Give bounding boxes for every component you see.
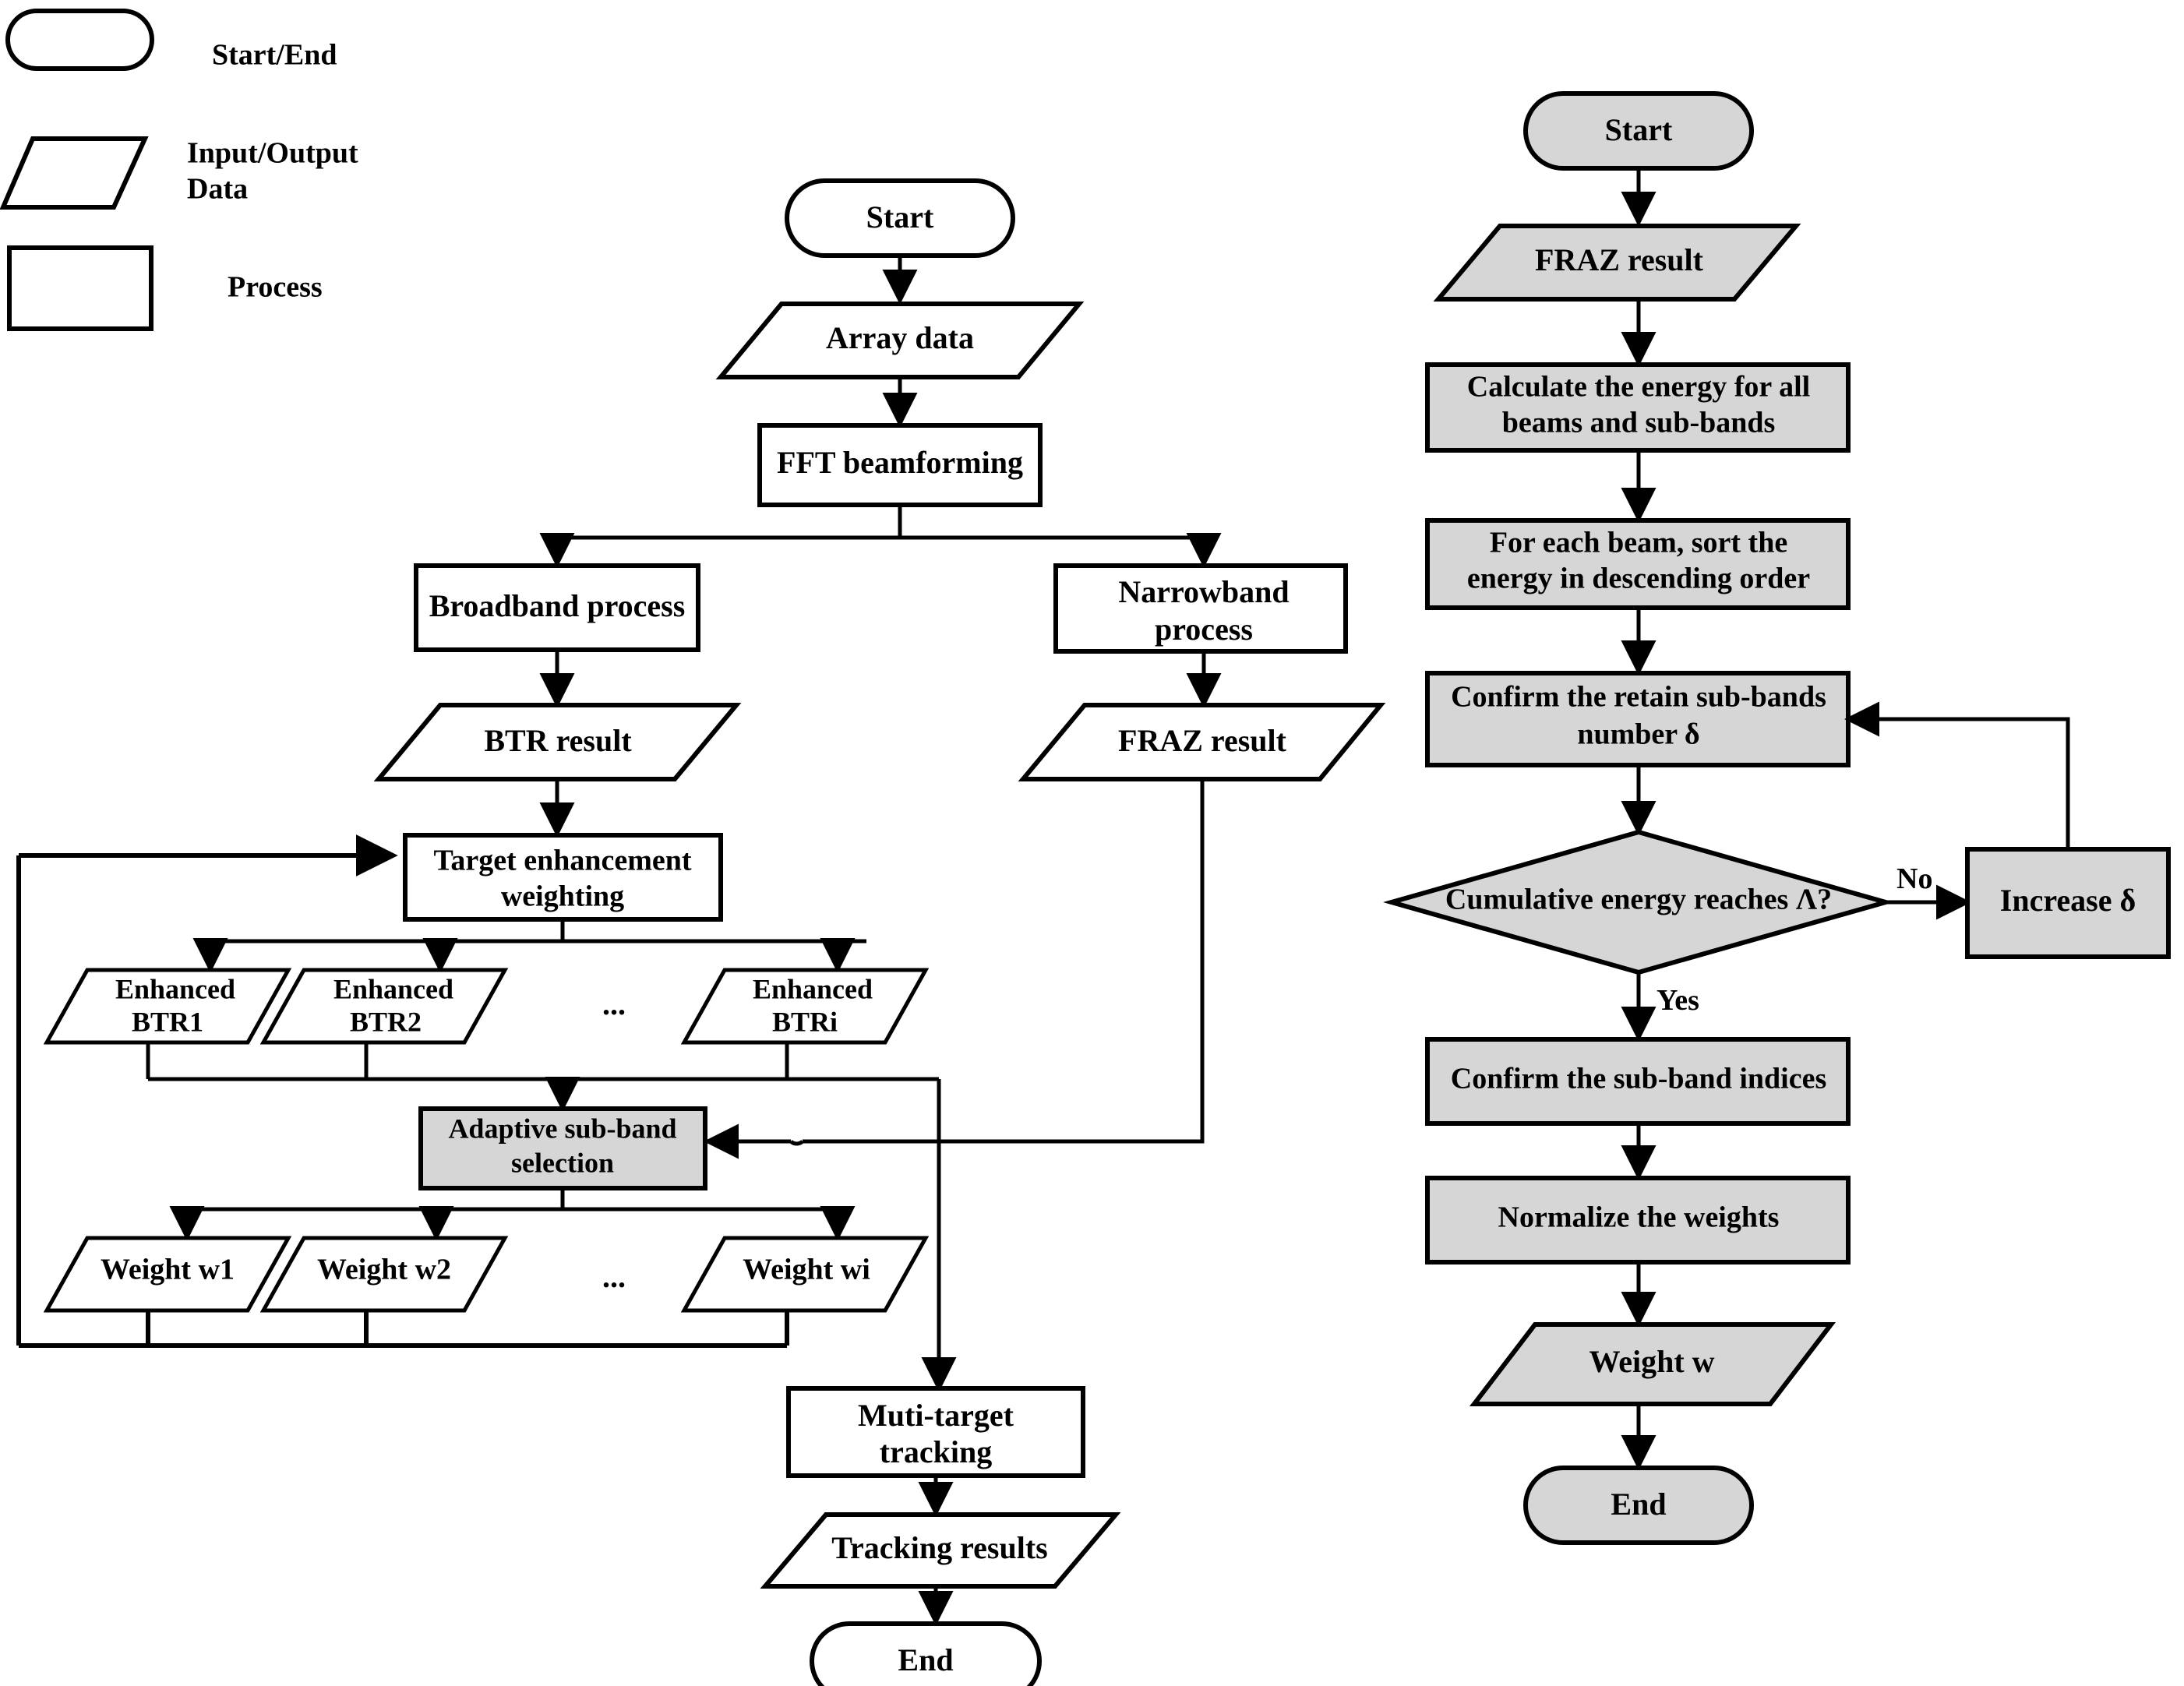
node-btr-result-shape[interactable] <box>373 703 742 781</box>
right-node-normalize-label: Normalize the weights <box>1498 1201 1780 1234</box>
node-weight-w1-label: Weight w1 <box>101 1254 235 1286</box>
node-tracking-results-label: Tracking results <box>831 1530 1047 1565</box>
node-btr-result-label: BTR result <box>484 723 632 758</box>
node-adaptive-subband-shape[interactable] <box>418 1106 707 1190</box>
node-start-label: Start <box>866 199 934 235</box>
line-hop-icon <box>789 1139 804 1146</box>
node-enhanced-btr2-label-line1: Enhanced <box>333 973 453 1004</box>
edge-fraz-to-adaptive-path <box>803 779 1205 1144</box>
right-flowchart: Start FRAZ result Calculate the energy f… <box>1383 91 2171 1545</box>
right-node-weight-w-label: Weight w <box>1589 1344 1714 1379</box>
node-enhanced-btri-label-line1: Enhanced <box>753 973 873 1004</box>
edge-adaptive-split <box>187 1188 840 1212</box>
right-node-fraz-result-shape[interactable] <box>1433 224 1801 302</box>
legend-terminator-shape <box>5 9 154 71</box>
right-node-sort-energy-shape[interactable] <box>1425 518 1851 610</box>
node-end-terminator[interactable] <box>810 1621 1042 1686</box>
ellipsis-weights: ... <box>602 1259 626 1294</box>
legend: Start/End Input/Output Data Process <box>0 9 358 331</box>
legend-process-shape <box>7 245 153 331</box>
right-edge-label-no: No <box>1896 862 1932 895</box>
right-node-confirm-retain-label-line2: number δ <box>1577 718 1699 751</box>
node-enhanced-btr2-shape[interactable] <box>259 968 509 1045</box>
right-node-end-terminator[interactable] <box>1523 1466 1754 1545</box>
legend-process-label: Process <box>228 271 323 304</box>
node-target-enhancement-label-line2: weighting <box>501 880 624 913</box>
node-narrowband-process-label-line1: Narrowband <box>1118 574 1289 609</box>
edge-fft-split <box>555 505 1206 558</box>
legend-io-label-line1: Input/Output <box>187 137 358 170</box>
node-weight-w2-label: Weight w2 <box>317 1254 451 1286</box>
right-node-confirm-indices-label: Confirm the sub-band indices <box>1451 1063 1826 1095</box>
edge-enh-btr-merge <box>146 1042 939 1081</box>
node-enhanced-btr1-label-line2: BTR1 <box>132 1006 203 1037</box>
node-multitarget-tracking-label-line1: Muti-target <box>858 1398 1014 1433</box>
node-tracking-results-shape[interactable] <box>760 1512 1121 1589</box>
node-multitarget-tracking-shape[interactable] <box>786 1386 1085 1478</box>
right-node-sort-energy-label-line2: energy in descending order <box>1467 563 1810 595</box>
right-node-increase-delta-shape[interactable] <box>1965 847 2171 959</box>
edge-weights-merge-bar <box>19 1310 789 1348</box>
node-adaptive-subband-label-line1: Adaptive sub-band <box>448 1113 676 1144</box>
node-fraz-result-shape[interactable] <box>1018 703 1386 781</box>
right-node-confirm-retain-label-line1: Confirm the retain sub-bands <box>1451 681 1826 714</box>
node-array-data-label: Array data <box>826 320 974 355</box>
right-node-weight-w-shape[interactable] <box>1469 1322 1836 1406</box>
right-edge-label-yes: Yes <box>1657 984 1699 1017</box>
node-narrowband-process-label-line2: process <box>1155 612 1253 647</box>
legend-parallelogram-shape <box>0 136 149 210</box>
node-end-label: End <box>898 1642 953 1677</box>
node-multitarget-tracking-label-line2: tracking <box>880 1434 992 1469</box>
right-edge-increase-feedback-path <box>1862 717 2070 849</box>
right-node-calc-energy-shape[interactable] <box>1425 362 1851 453</box>
node-broadband-process-label: Broadband process <box>429 588 686 623</box>
right-node-calc-energy-label-line2: beams and sub-bands <box>1502 407 1776 439</box>
right-node-fraz-result-label: FRAZ result <box>1535 242 1704 277</box>
right-node-calc-energy-label-line1: Calculate the energy for all <box>1467 371 1810 404</box>
node-fraz-result-label: FRAZ result <box>1118 723 1287 758</box>
left-flowchart: Start Array data FFT beamforming Broadba… <box>16 178 1386 1686</box>
right-node-start-label: Start <box>1605 112 1673 147</box>
right-node-end-label: End <box>1611 1487 1666 1522</box>
node-fft-beamforming-shape[interactable] <box>757 423 1043 507</box>
right-node-confirm-retain-shape[interactable] <box>1425 671 1851 767</box>
legend-io-label-line2: Data <box>187 173 248 206</box>
legend-terminator-label: Start/End <box>212 39 337 72</box>
right-node-increase-delta-label: Increase δ <box>2000 883 2136 918</box>
edge-target-enh-split <box>210 919 866 944</box>
node-enhanced-btr1-label-line1: Enhanced <box>115 973 235 1004</box>
right-node-sort-energy-label-line1: For each beam, sort the <box>1490 527 1787 559</box>
right-node-decision-label: Cumulative energy reaches Λ? <box>1445 884 1832 916</box>
node-enhanced-btri-shape[interactable] <box>680 968 930 1045</box>
ellipsis-enhanced-btr: ... <box>602 986 626 1021</box>
node-array-data-shape[interactable] <box>715 302 1085 379</box>
node-adaptive-subband-label-line2: selection <box>511 1147 614 1178</box>
node-target-enhancement-label-line1: Target enhancement <box>433 845 691 877</box>
node-weight-w1-shape[interactable] <box>43 1236 292 1313</box>
node-enhanced-btr2-label-line2: BTR2 <box>350 1006 422 1037</box>
node-fft-beamforming-label: FFT beamforming <box>777 445 1023 480</box>
node-narrowband-process-shape[interactable] <box>1053 563 1348 654</box>
node-weight-w2-shape[interactable] <box>259 1236 509 1313</box>
node-enhanced-btr1-shape[interactable] <box>43 968 292 1045</box>
node-weight-wi-shape[interactable] <box>680 1236 930 1313</box>
node-weight-wi-label: Weight wi <box>743 1254 870 1286</box>
right-node-confirm-indices-shape[interactable] <box>1425 1037 1851 1126</box>
node-enhanced-btri-label-line2: BTRi <box>772 1006 838 1037</box>
node-target-enhancement-shape[interactable] <box>403 833 723 922</box>
